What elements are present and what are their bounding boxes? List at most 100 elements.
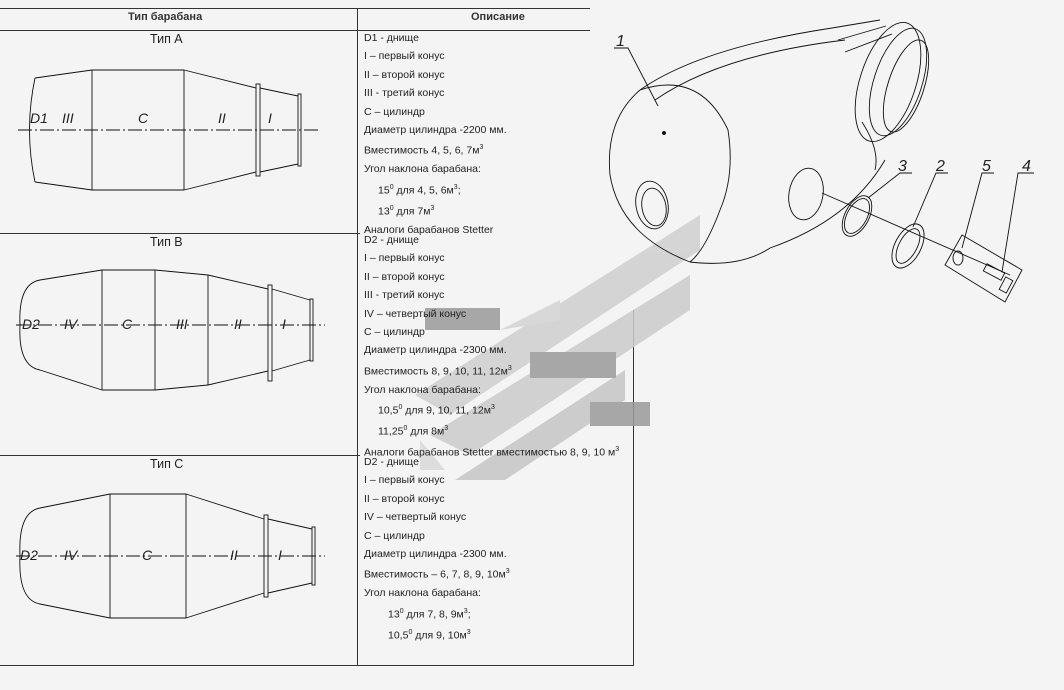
line-text: II – второй конус: [364, 270, 445, 283]
unit-exponent: 3: [490, 404, 495, 412]
line-text: I – первый конус: [364, 474, 445, 487]
description-line: 11,250 для 8м3: [364, 420, 619, 441]
unit-exponent: 3: [615, 445, 620, 453]
line-text: Вместимость 8, 9, 10, 11, 12м: [364, 365, 508, 378]
drum-label: II: [218, 110, 226, 126]
table-grid: [0, 8, 634, 666]
drum-label: II: [230, 547, 238, 563]
description-line: Диаметр цилиндра -2300 мм.: [364, 545, 510, 563]
line-text: III - третий конус: [364, 87, 445, 100]
part-label: 4: [1022, 158, 1031, 175]
part-label: 2: [935, 158, 945, 175]
part-labels: 1 3 2 5 4: [616, 33, 1031, 175]
line-text: Вместимость – 6, 7, 8, 9, 10м: [364, 568, 506, 581]
line-text: I – первый конус: [364, 252, 445, 265]
description-line: 150 для 4, 5, 6м3;: [364, 179, 507, 200]
type-a-description: D1 - днище I – первый конус II – второй ко…: [364, 29, 507, 239]
line-text: С – цилиндр: [364, 105, 425, 118]
line-tail: ;: [457, 184, 461, 197]
description-line: Угол наклона барабана:: [364, 160, 507, 178]
angle-value: 15: [378, 184, 390, 197]
line-text: Диаметр цилиндра -2200 мм.: [364, 124, 507, 137]
watermark-logo: [415, 215, 700, 480]
line-text: III - третий конус: [364, 289, 445, 302]
line-text: для 9, 10, 11, 12м: [402, 404, 491, 417]
header-drum-type: Тип барабана: [128, 11, 203, 23]
degree-mark: 0: [408, 628, 413, 636]
drum-label: D1: [30, 110, 48, 126]
unit-exponent: 3: [507, 364, 512, 372]
line-text: II – второй конус: [364, 492, 445, 505]
description-line: IV – четвертый конус: [364, 508, 510, 526]
description-line: Аналоги барабанов Stetter: [364, 221, 507, 239]
line-text: Угол наклона барабана:: [364, 587, 481, 600]
line-text: С – цилиндр: [364, 326, 425, 339]
description-line: D2 - днище: [364, 453, 510, 471]
line-text: для 4, 5, 6м: [393, 184, 454, 197]
description-line: С – цилиндр: [364, 323, 619, 341]
drum-label: I: [278, 547, 282, 563]
type-b-description: D2 - днище I – первый конус II – второй ко…: [364, 231, 619, 462]
unit-exponent: 3: [453, 183, 458, 191]
line-text: II – второй конус: [364, 68, 445, 81]
description-line: 130 для 7м3: [364, 200, 507, 221]
description-line: С – цилиндр: [364, 527, 510, 545]
unit-exponent: 3: [463, 607, 468, 615]
description-line: 130 для 7, 8, 9м3;: [364, 603, 510, 624]
type-b-title: Тип В: [150, 235, 183, 249]
drum-type-c-labels: D2 IV C II I: [20, 547, 282, 563]
line-text: для 8м: [407, 425, 445, 438]
unit-exponent: 3: [444, 425, 449, 433]
description-line: I – первый конус: [364, 249, 619, 267]
degree-mark: 0: [389, 204, 394, 212]
description-line: Диаметр цилиндра -2200 мм.: [364, 121, 507, 139]
description-line: I – первый конус: [364, 47, 507, 65]
description-line: D1 - днище: [364, 29, 507, 47]
drum-diagram-type-a: [18, 69, 318, 191]
line-text: D2 - днище: [364, 234, 419, 246]
part-label: 1: [616, 33, 625, 50]
drum-label: C: [138, 110, 149, 126]
description-line: III - третий конус: [364, 84, 507, 102]
drum-label: C: [122, 316, 133, 332]
description-line: II – второй конус: [364, 490, 510, 508]
description-line: II – второй конус: [364, 268, 619, 286]
line-text: С – цилиндр: [364, 529, 425, 542]
description-line: Вместимость 8, 9, 10, 11, 12м3: [364, 360, 619, 381]
line-text: D1 - днище: [364, 32, 419, 44]
drum-label: III: [62, 110, 74, 126]
angle-value: 13: [388, 608, 400, 621]
line-text: Угол наклона барабана:: [364, 163, 481, 176]
description-line: Вместимость 4, 5, 6, 7м3: [364, 139, 507, 160]
line-text: IV – четвертый конус: [364, 511, 467, 524]
drum-diagram-type-b: [16, 269, 325, 391]
description-line: IV – четвертый конус: [364, 305, 619, 323]
unit-exponent: 3: [430, 204, 435, 212]
part-label: 3: [898, 158, 907, 175]
drum-type-b-labels: D2 IV C III II I: [22, 316, 286, 332]
unit-exponent: 3: [466, 628, 471, 636]
angle-value: 10,5: [378, 404, 399, 417]
type-c-title: Тип С: [150, 457, 184, 471]
line-text: для 9, 10м: [412, 629, 467, 642]
line-text: Диаметр цилиндра -2300 мм.: [364, 548, 507, 561]
description-line: D2 - днище: [364, 231, 619, 249]
line-text: Вместимость 4, 5, 6, 7м: [364, 144, 480, 157]
angle-value: 11,25: [378, 425, 404, 438]
description-line: Вместимость – 6, 7, 8, 9, 10м3: [364, 563, 510, 584]
type-a-title: Тип А: [150, 32, 183, 46]
degree-mark: 0: [389, 183, 394, 191]
part-label: 5: [982, 158, 991, 175]
header-description: Описание: [471, 11, 525, 23]
line-text: Угол наклона барабана:: [364, 383, 481, 396]
degree-mark: 0: [403, 425, 408, 433]
drum-3d-drawing: [608, 19, 1034, 303]
line-tail: ;: [467, 608, 471, 621]
drum-label: IV: [64, 316, 79, 332]
description-line: Аналоги барабанов Stetter вместимостью 8…: [364, 441, 619, 462]
drum-label: D2: [22, 316, 40, 332]
line-text: Аналоги барабанов Stetter: [364, 223, 494, 236]
drum-label: C: [142, 547, 153, 563]
